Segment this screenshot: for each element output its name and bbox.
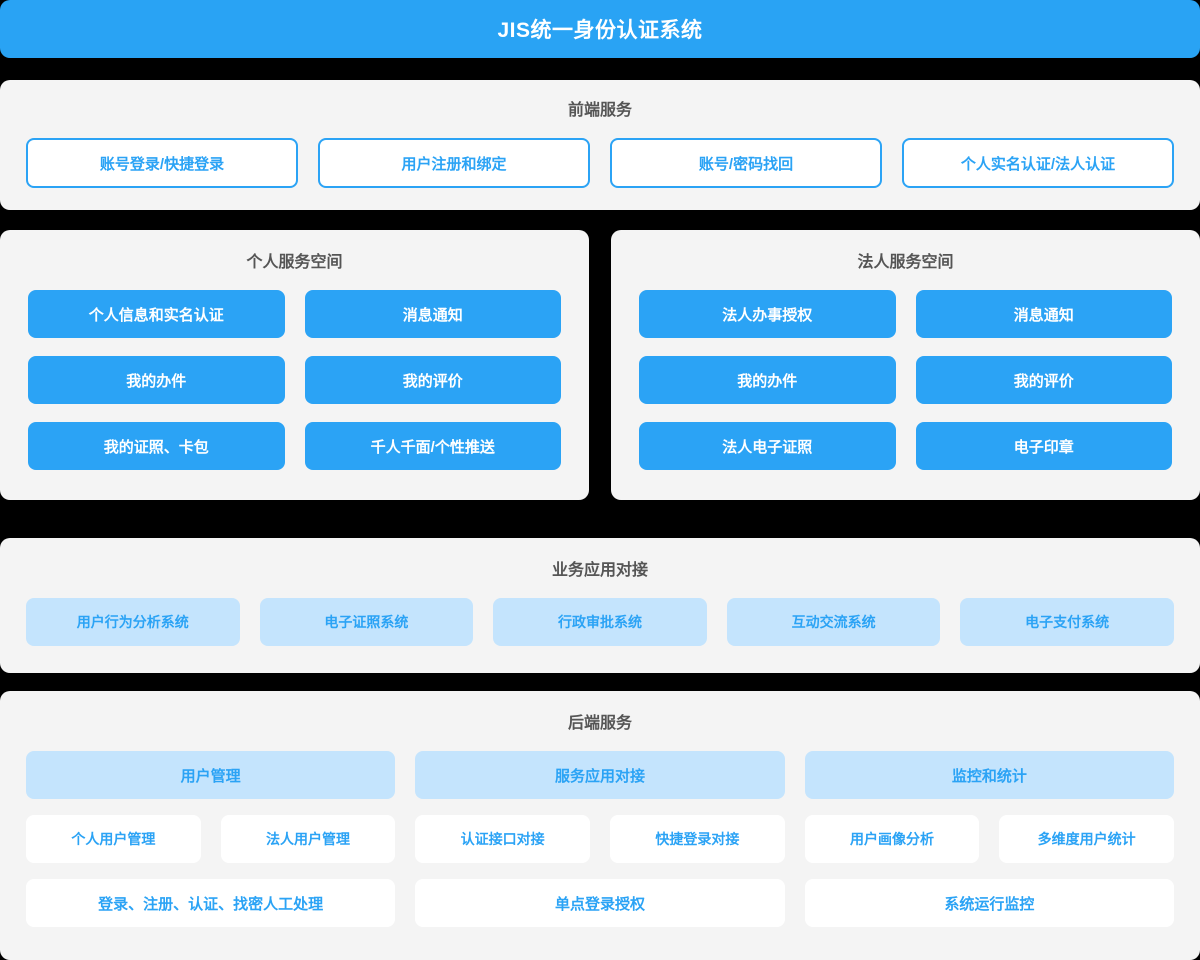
frontend-item[interactable]: 账号/密码找回: [610, 138, 882, 188]
page-title: JIS统一身份认证系统: [497, 19, 703, 42]
personal-space-item[interactable]: 我的办件: [28, 356, 285, 404]
frontend-item[interactable]: 用户注册和绑定: [318, 138, 590, 188]
frontend-services-title: 前端服务: [567, 102, 632, 119]
backend-group-row: 用户管理 服务应用对接 监控和统计: [26, 751, 1174, 799]
personal-space-item[interactable]: 千人千面/个性推送: [304, 422, 561, 470]
backend-subitem-pair: 认证接口对接 快捷登录对接: [415, 815, 785, 863]
legal-space-item[interactable]: 我的评价: [915, 356, 1172, 404]
business-item[interactable]: 电子支付系统: [960, 598, 1174, 646]
personal-space-item[interactable]: 个人信息和实名认证: [28, 290, 285, 338]
backend-group-header[interactable]: 监控和统计: [804, 751, 1174, 799]
legal-space-item[interactable]: 我的办件: [639, 356, 896, 404]
business-item[interactable]: 互动交流系统: [726, 598, 941, 646]
backend-subitem[interactable]: 认证接口对接: [415, 815, 590, 863]
app-header: JIS统一身份认证系统: [0, 0, 1200, 58]
legal-service-space-title: 法人服务空间: [857, 254, 954, 271]
legal-space-item[interactable]: 消息通知: [915, 290, 1172, 338]
backend-subitem-pair: 用户画像分析 多维度用户统计: [804, 815, 1174, 863]
business-integration-title: 业务应用对接: [551, 562, 648, 579]
frontend-item[interactable]: 账号登录/快捷登录: [26, 138, 298, 188]
legal-space-item[interactable]: 法人电子证照: [639, 422, 896, 470]
personal-space-item[interactable]: 我的评价: [304, 356, 561, 404]
backend-subitem-row: 个人用户管理 法人用户管理 认证接口对接 快捷登录对接 用户画像分析 多维度用户…: [26, 815, 1174, 863]
business-item[interactable]: 用户行为分析系统: [26, 598, 240, 646]
backend-wide-row: 登录、注册、认证、找密人工处理 单点登录授权 系统运行监控: [26, 879, 1174, 927]
backend-subitem[interactable]: 法人用户管理: [220, 815, 396, 863]
personal-service-space-grid: 个人信息和实名认证 消息通知 我的办件 我的评价 我的证照、卡包 千人千面/个性…: [28, 290, 561, 470]
business-integration-row: 用户行为分析系统 电子证照系统 行政审批系统 互动交流系统 电子支付系统: [26, 598, 1174, 646]
legal-service-space-grid: 法人办事授权 消息通知 我的办件 我的评价 法人电子证照 电子印章: [639, 290, 1172, 470]
backend-services-section: 后端服务 用户管理 服务应用对接 监控和统计 个人用户管理 法人用户管理 认证接…: [0, 691, 1200, 960]
backend-subitem[interactable]: 用户画像分析: [804, 815, 980, 863]
backend-group-header[interactable]: 服务应用对接: [415, 751, 785, 799]
backend-subitem[interactable]: 多维度用户统计: [999, 815, 1174, 863]
legal-space-item[interactable]: 电子印章: [915, 422, 1172, 470]
frontend-services-row: 账号登录/快捷登录 用户注册和绑定 账号/密码找回 个人实名认证/法人认证: [26, 138, 1174, 188]
backend-subitem[interactable]: 快捷登录对接: [610, 815, 785, 863]
business-integration-section: 业务应用对接 用户行为分析系统 电子证照系统 行政审批系统 互动交流系统 电子支…: [0, 538, 1200, 673]
legal-space-item[interactable]: 法人办事授权: [639, 290, 896, 338]
backend-subitem-pair: 个人用户管理 法人用户管理: [26, 815, 396, 863]
business-item[interactable]: 电子证照系统: [259, 598, 474, 646]
frontend-services-section: 前端服务 账号登录/快捷登录 用户注册和绑定 账号/密码找回 个人实名认证/法人…: [0, 80, 1200, 210]
backend-wide-item[interactable]: 登录、注册、认证、找密人工处理: [26, 879, 396, 927]
backend-wide-item[interactable]: 单点登录授权: [415, 879, 785, 927]
backend-services-title: 后端服务: [567, 715, 632, 732]
backend-group-header[interactable]: 用户管理: [26, 751, 396, 799]
backend-wide-item[interactable]: 系统运行监控: [804, 879, 1174, 927]
business-item[interactable]: 行政审批系统: [493, 598, 707, 646]
frontend-item[interactable]: 个人实名认证/法人认证: [902, 138, 1174, 188]
service-spaces-row: 个人服务空间 个人信息和实名认证 消息通知 我的办件 我的评价 我的证照、卡包 …: [0, 230, 1200, 500]
personal-space-item[interactable]: 我的证照、卡包: [28, 422, 285, 470]
personal-space-item[interactable]: 消息通知: [304, 290, 561, 338]
personal-service-space-title: 个人服务空间: [246, 254, 343, 271]
personal-service-space-section: 个人服务空间 个人信息和实名认证 消息通知 我的办件 我的评价 我的证照、卡包 …: [0, 230, 589, 500]
legal-service-space-section: 法人服务空间 法人办事授权 消息通知 我的办件 我的评价 法人电子证照 电子印章: [611, 230, 1200, 500]
backend-subitem[interactable]: 个人用户管理: [26, 815, 201, 863]
